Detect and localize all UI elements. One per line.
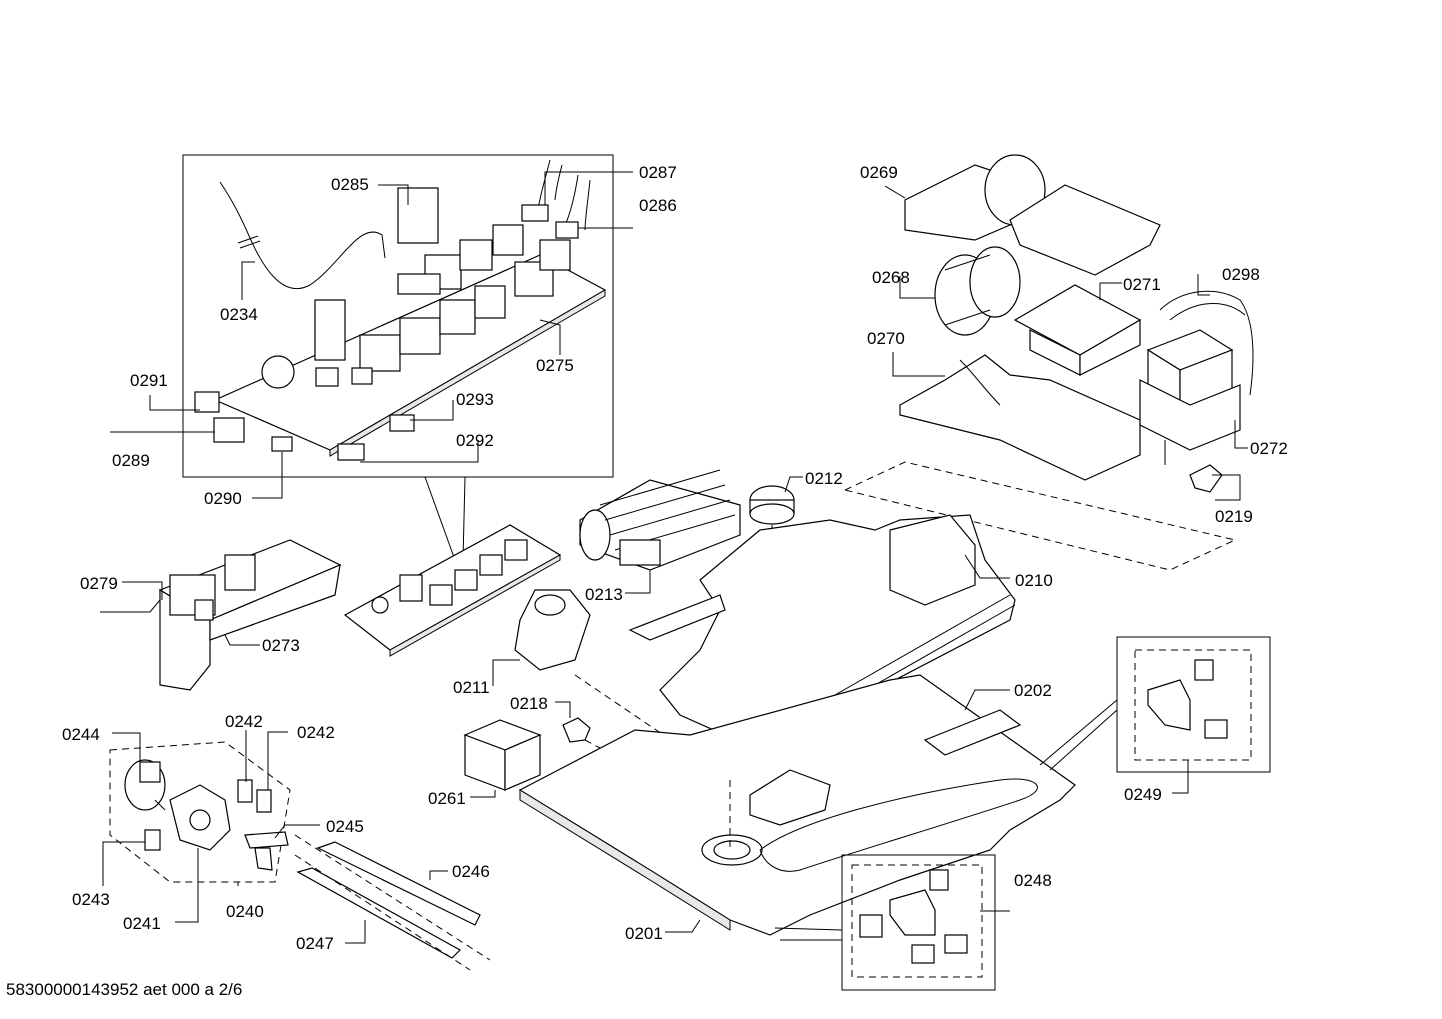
detail-frame-0249 bbox=[1116, 636, 1271, 773]
label-0293: 0293 bbox=[456, 390, 494, 409]
fan-wheel-0268 bbox=[934, 246, 1021, 336]
bracket-0219 bbox=[1189, 464, 1223, 493]
label-0271: 0271 bbox=[1123, 275, 1161, 294]
label-0290: 0290 bbox=[204, 489, 242, 508]
upper-duct-0210 bbox=[628, 514, 1016, 746]
label-0219: 0219 bbox=[1215, 507, 1253, 526]
label-0261: 0261 bbox=[428, 789, 466, 808]
wire-0234 bbox=[219, 181, 386, 290]
motor-0212 bbox=[749, 485, 795, 525]
label-0270: 0270 bbox=[867, 329, 905, 348]
fan-duct-0269 bbox=[904, 154, 1161, 276]
label-0287: 0287 bbox=[639, 163, 677, 182]
switch-assembly-0249 bbox=[1147, 659, 1228, 739]
label-0241: 0241 bbox=[123, 914, 161, 933]
switch-assembly-0248 bbox=[859, 869, 968, 964]
part-labels: 0285 0287 0286 0234 0275 0291 0293 0292 … bbox=[62, 163, 1288, 953]
part-0243 bbox=[144, 829, 161, 851]
label-0243: 0243 bbox=[72, 890, 110, 909]
label-0202: 0202 bbox=[1014, 681, 1052, 700]
thermostat-0244 bbox=[124, 759, 166, 811]
label-0292: 0292 bbox=[456, 431, 494, 450]
label-0286: 0286 bbox=[639, 196, 677, 215]
rod-0247 bbox=[296, 867, 461, 959]
tangential-fan-0213 bbox=[579, 469, 741, 571]
label-0247: 0247 bbox=[296, 934, 334, 953]
label-0218: 0218 bbox=[510, 694, 548, 713]
label-0291: 0291 bbox=[130, 371, 168, 390]
housing-0270 bbox=[899, 354, 1141, 481]
relay-blocks bbox=[314, 224, 571, 372]
label-0201: 0201 bbox=[625, 924, 663, 943]
rod-0246 bbox=[316, 841, 481, 926]
small-control-board bbox=[343, 524, 562, 657]
rail-0202 bbox=[923, 709, 1022, 756]
board-0271 bbox=[1013, 284, 1142, 376]
label-0242-b: 0242 bbox=[297, 723, 335, 742]
label-0268: 0268 bbox=[872, 268, 910, 287]
dashed-region-0240 bbox=[109, 741, 291, 883]
sensor-0245 bbox=[244, 831, 289, 871]
label-0269: 0269 bbox=[860, 163, 898, 182]
label-0285: 0285 bbox=[331, 175, 369, 194]
label-0245: 0245 bbox=[326, 817, 364, 836]
label-0246: 0246 bbox=[452, 862, 490, 881]
label-0213: 0213 bbox=[585, 585, 623, 604]
label-0210: 0210 bbox=[1015, 571, 1053, 590]
part-0218 bbox=[562, 717, 591, 743]
label-0211: 0211 bbox=[453, 678, 490, 697]
label-0234: 0234 bbox=[220, 305, 258, 324]
label-0279: 0279 bbox=[80, 574, 118, 593]
part-0242 bbox=[237, 779, 272, 813]
label-0249: 0249 bbox=[1124, 785, 1162, 804]
module-0279-0273 bbox=[158, 539, 342, 691]
label-0298: 0298 bbox=[1222, 265, 1260, 284]
dashed-region-upper bbox=[843, 461, 1237, 571]
label-0273: 0273 bbox=[262, 636, 300, 655]
label-0242-a: 0242 bbox=[225, 712, 263, 731]
label-0272: 0272 bbox=[1250, 439, 1288, 458]
damper-0211 bbox=[514, 589, 591, 671]
control-board-detail-frame bbox=[182, 154, 614, 478]
document-footer-code: 58300000143952 aet 000 a 2/6 bbox=[6, 980, 243, 999]
transformer-0261 bbox=[463, 719, 542, 791]
label-0244: 0244 bbox=[62, 725, 100, 744]
thermostat-0241 bbox=[169, 784, 231, 851]
label-0212: 0212 bbox=[805, 469, 843, 488]
label-0240: 0240 bbox=[226, 902, 264, 921]
leaders-detail bbox=[110, 171, 633, 499]
detail-frame-0248 bbox=[841, 854, 996, 991]
transformer-0272 bbox=[1139, 290, 1254, 451]
label-0248: 0248 bbox=[1014, 871, 1052, 890]
label-0275: 0275 bbox=[536, 356, 574, 375]
label-0289: 0289 bbox=[112, 451, 150, 470]
